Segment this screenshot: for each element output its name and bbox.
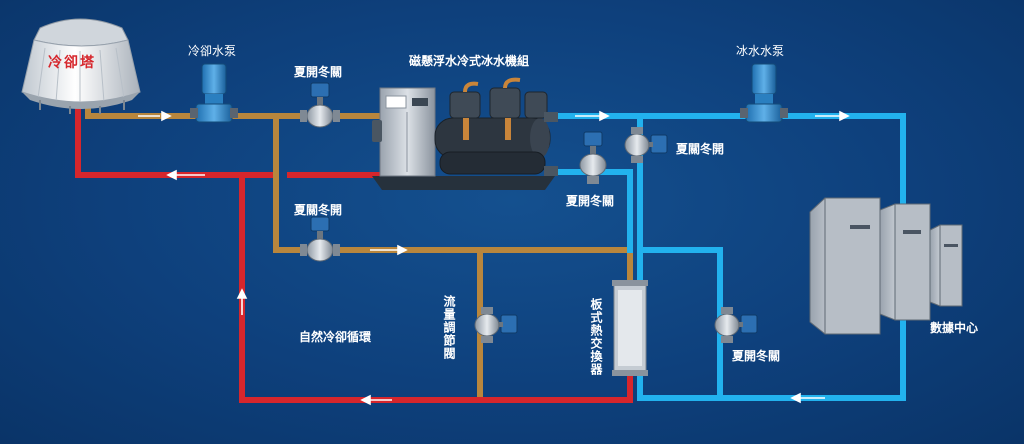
- valve-top-right-label: 夏關冬開: [676, 142, 725, 156]
- flow-arrows: [138, 110, 850, 406]
- blue-valve-branch: [637, 247, 723, 401]
- chiller-unit: [372, 77, 558, 190]
- valve-under-chiller: [579, 131, 607, 184]
- chilled-pump-label: 冰水水泵: [736, 44, 785, 58]
- flow-valve-label: 流量調節閥: [442, 295, 456, 360]
- cooling-pump-label: 冷卻水泵: [188, 44, 237, 58]
- data-center-cabinets: [809, 197, 963, 335]
- datacenter-label: 數據中心: [930, 321, 979, 335]
- blue-chiller-return: [552, 169, 633, 213]
- brown-top-pipe: [85, 97, 398, 119]
- valve-top-left-label: 夏開冬關: [294, 65, 343, 79]
- valve-bottom-right: [714, 307, 758, 343]
- red-loop-pipe: [239, 172, 633, 403]
- red-top-pipe: [75, 97, 273, 178]
- valve-top-left: [300, 82, 340, 128]
- brown-to-hx-pipe: [477, 247, 633, 291]
- cooling-water-pump: [190, 63, 238, 123]
- valve-mid-left-label: 夏關冬開: [294, 203, 343, 217]
- cooling-tower: [21, 18, 141, 114]
- heat-exchanger-label: 板式熱交換器: [589, 298, 603, 376]
- valve-top-right: [624, 127, 668, 163]
- cooling-tower-label: 冷卻塔: [48, 55, 96, 71]
- valve-bottom-right-label: 夏開冬關: [732, 349, 781, 363]
- chilled-water-pump: [740, 63, 788, 123]
- chiller-label: 磁懸浮水冷式冰水機組: [409, 54, 530, 68]
- valve-flow-regulating: [474, 307, 518, 343]
- plate-heat-exchanger: [612, 280, 648, 376]
- free-cooling-label: 自然冷卻循環: [299, 330, 372, 344]
- condenser-return-pipes: [75, 97, 633, 403]
- valve-mid-left: [300, 216, 340, 262]
- valve-under-chiller-label: 夏開冬關: [566, 194, 615, 208]
